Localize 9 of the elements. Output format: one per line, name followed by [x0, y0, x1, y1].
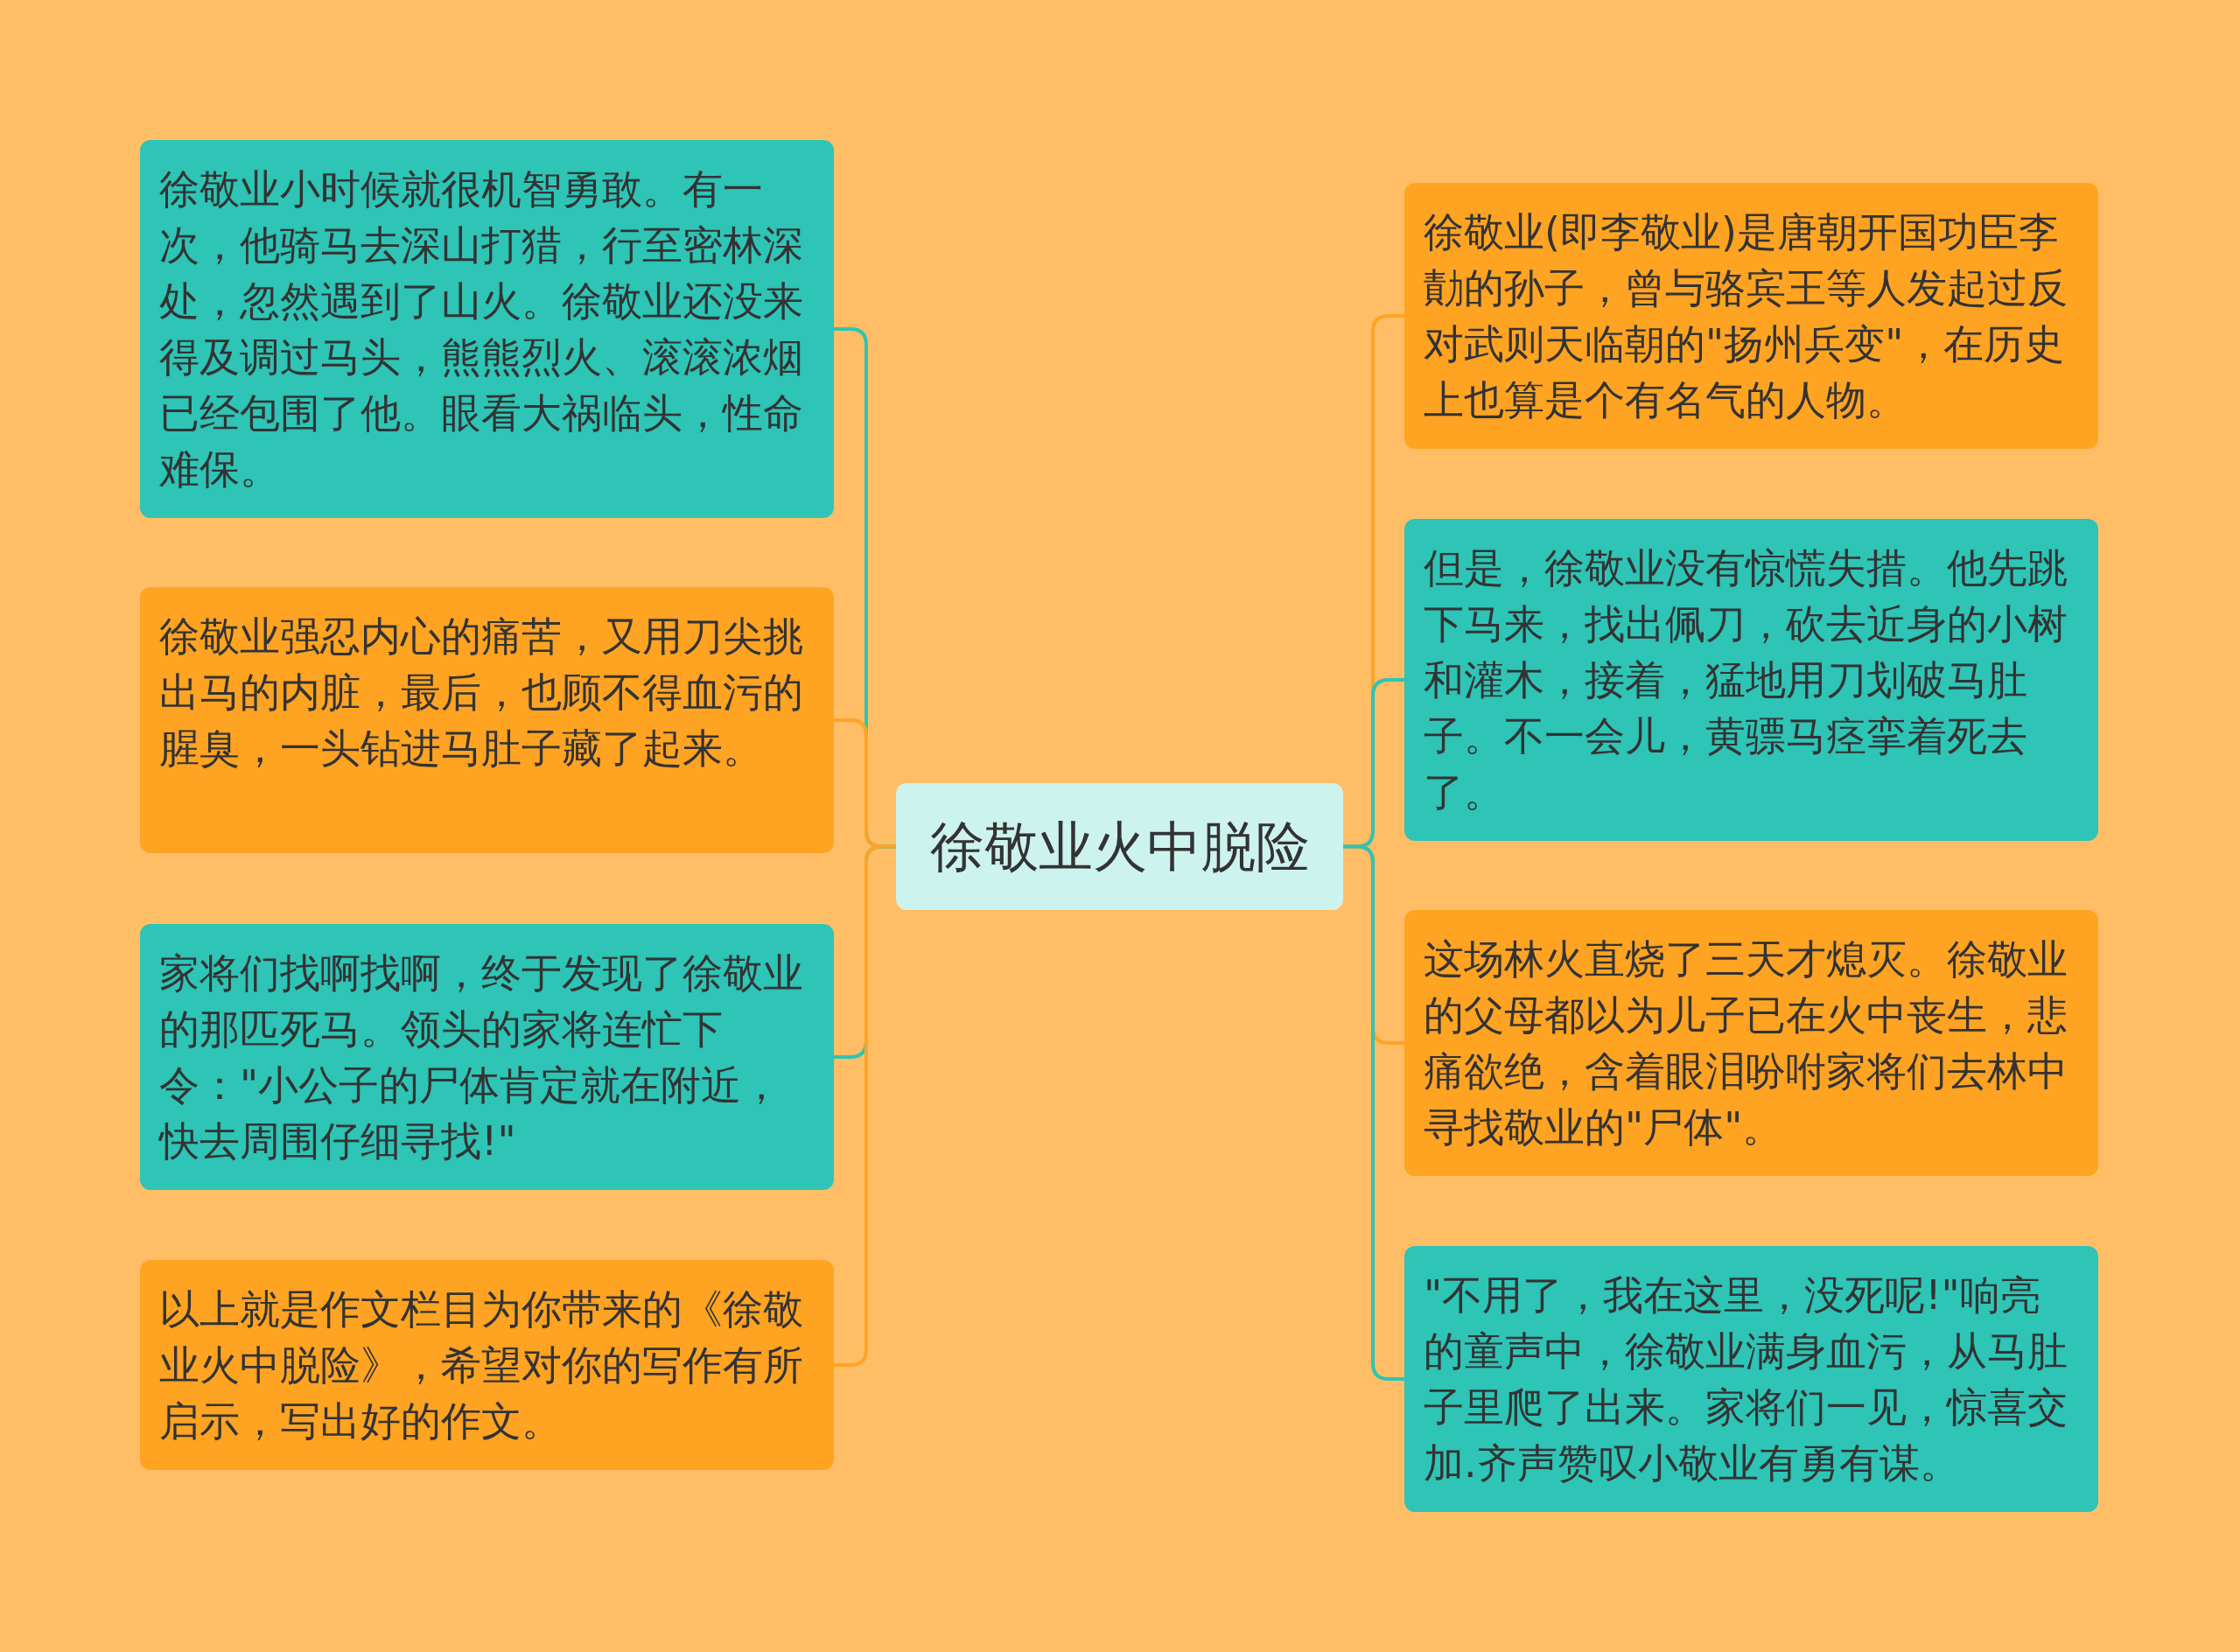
topic-box: 徐敬业火中脱险: [896, 783, 1343, 910]
text-card: 徐敬业小时候就很机智勇敢。有一次，他骑马去深山打猎，行至密林深处，忽然遇到了山火。徐敬业还没来得及调过马头，熊熊烈火、滚滚浓烟已经包围了他。眼看大祸临头，性命难保。: [140, 140, 834, 518]
text-card: 但是，徐敬业没有惊慌失措。他先跳下马来，找出佩刀，砍去近身的小树和灌木，接着，猛地用刀划破马肚子。不一会儿，黄骠马痉挛着死去了。: [1404, 519, 2098, 841]
text-card: "不用了，我在这里，没死呢!"响亮的童声中，徐敬业满身血污，从马肚子里爬了出来。家将们一见，惊喜交加.齐声赞叹小敬业有勇有谋。: [1404, 1246, 2098, 1512]
text-card: 家将们找啊找啊，终于发现了徐敬业的那匹死马。领头的家将连忙下令："小公子的尸体肯定就在附近，快去周围仔细寻找!": [140, 924, 834, 1190]
text-card: 这场林火直烧了三天才熄灭。徐敬业的父母都以为儿子已在火中丧生，悲痛欲绝，含着眼泪吩咐家将们去林中寻找敬业的"尸体"。: [1404, 910, 2098, 1176]
text-card: 徐敬业强忍内心的痛苦，又用刀尖挑出马的内脏，最后，也顾不得血污的腥臭，一头钻进马肚子藏了起来。: [140, 587, 834, 853]
text-card: 徐敬业(即李敬业)是唐朝开国功臣李勣的孙子，曾与骆宾王等人发起过反对武则天临朝的"扬州兵变"，在历史上也算是个有名气的人物。: [1404, 183, 2098, 449]
text-card: 以上就是作文栏目为你带来的《徐敬业火中脱险》，希望对你的写作有所启示，写出好的作文。: [140, 1260, 834, 1470]
